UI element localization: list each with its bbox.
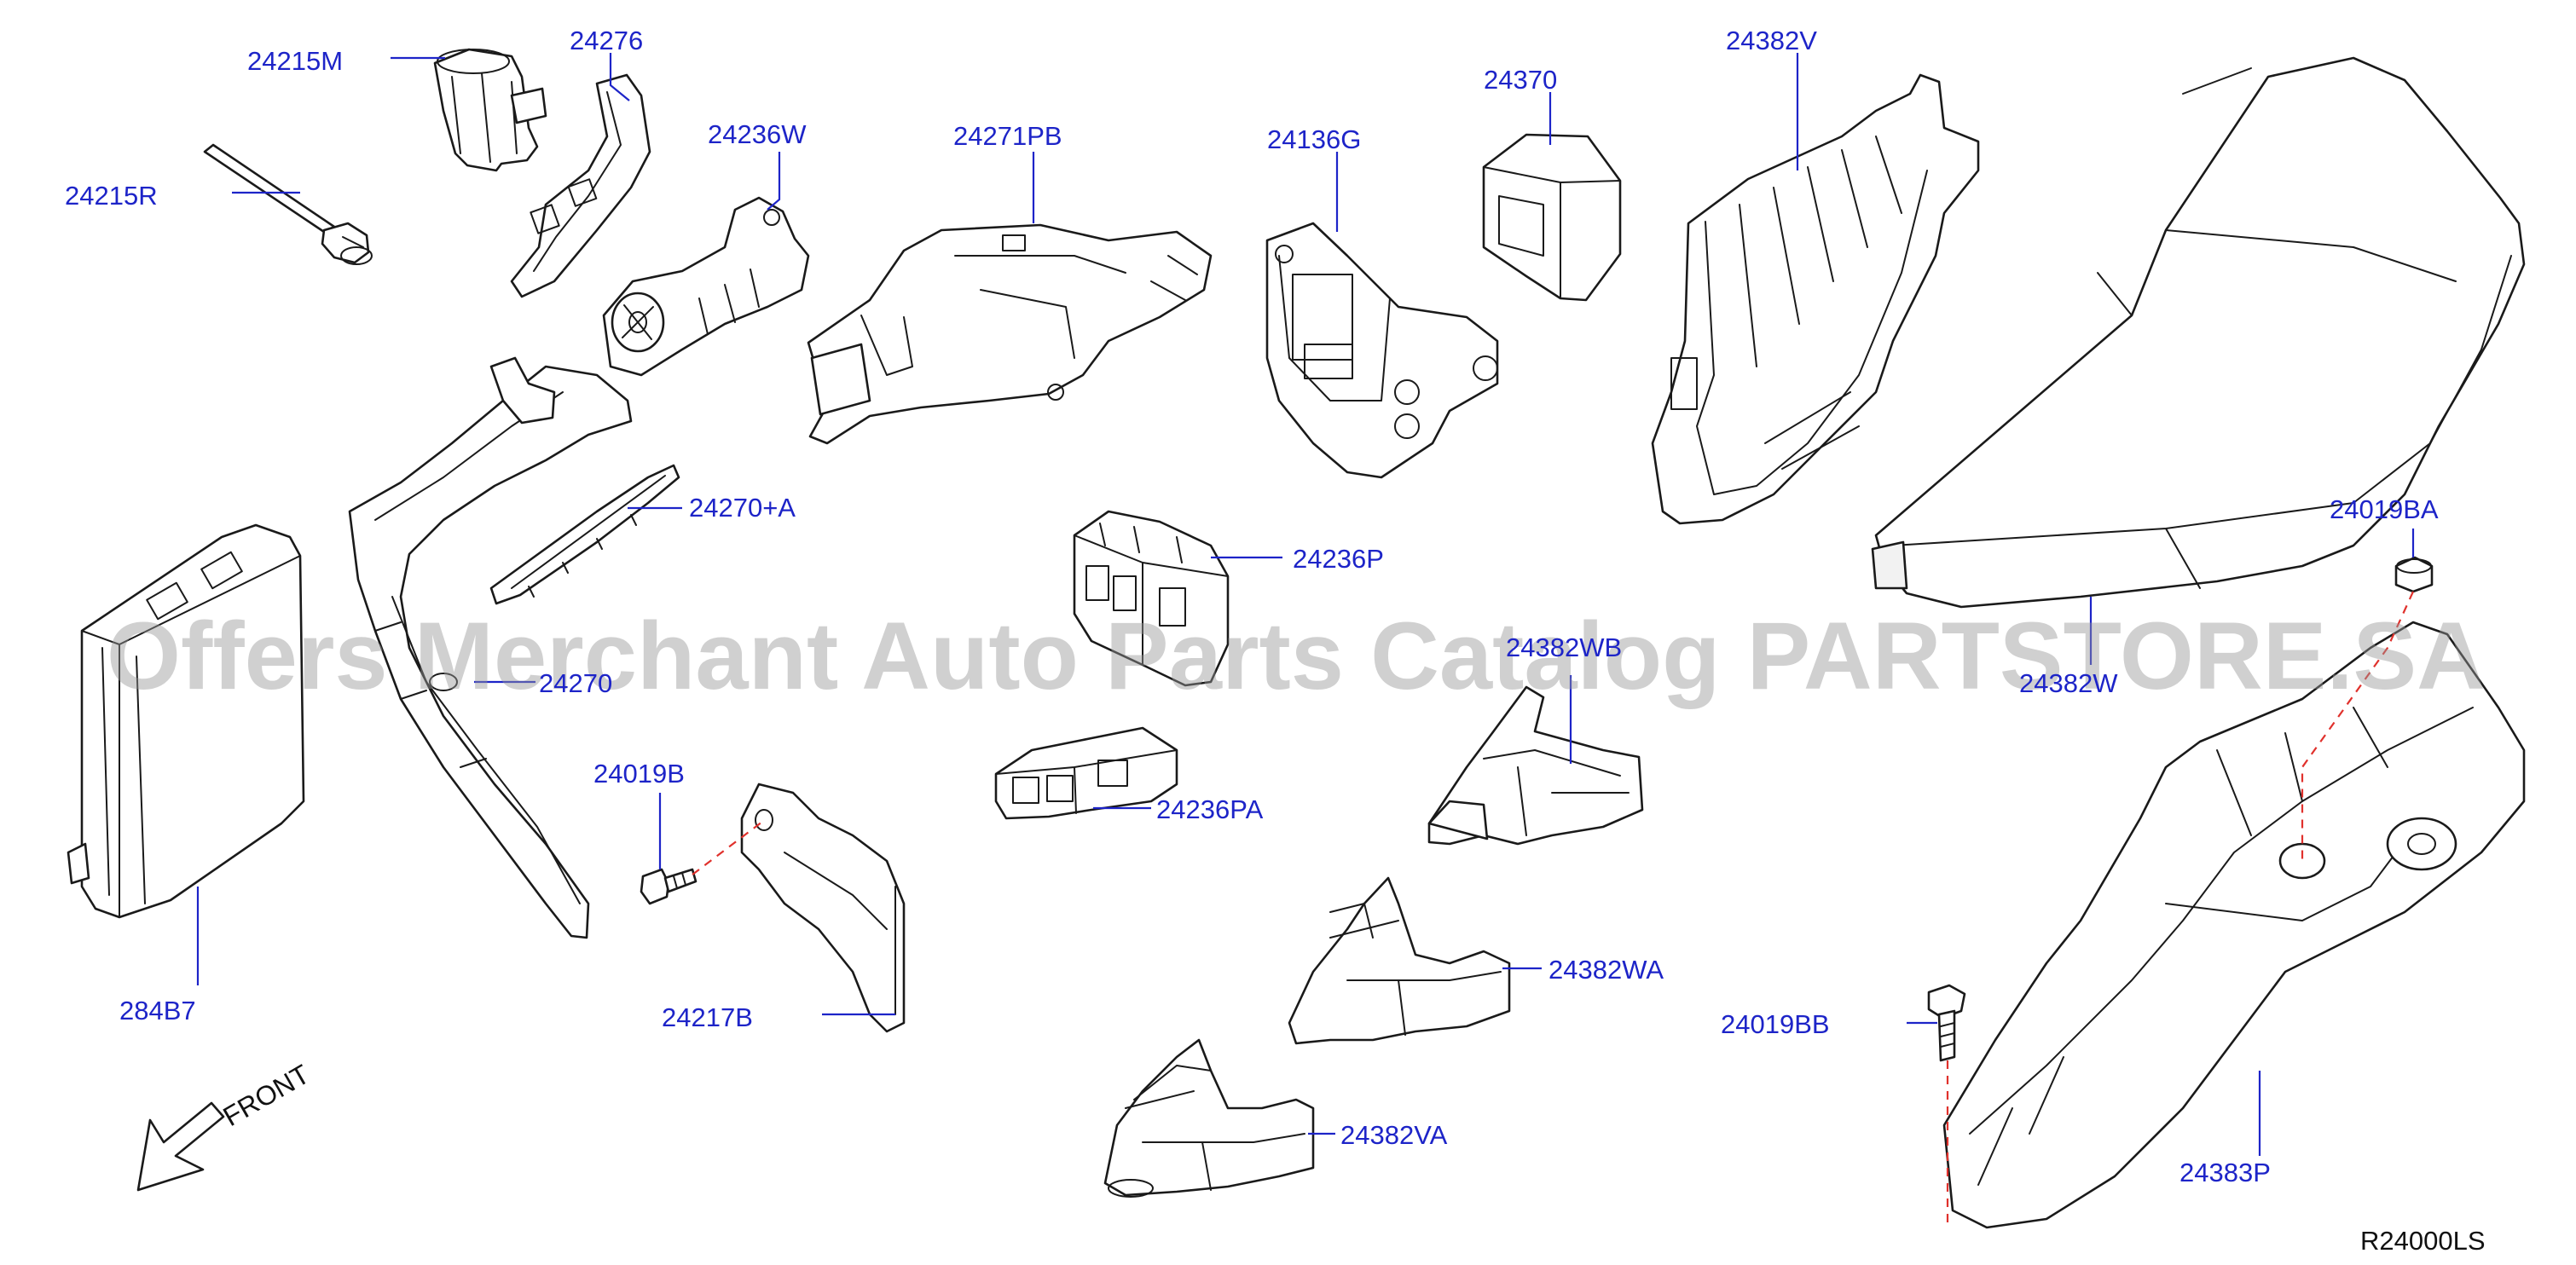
part-24019BA-drawing [2394,556,2434,593]
part-284B7-drawing [67,523,305,919]
part-label-24382WA[interactable]: 24382WA [1548,955,1664,985]
part-label-24382WB[interactable]: 24382WB [1506,632,1622,662]
part-24370-drawing [1482,133,1622,302]
part-label-24215M[interactable]: 24215M [247,46,343,76]
part-label-24136G[interactable]: 24136G [1267,124,1361,154]
part-label-24382V[interactable]: 24382V [1726,26,1817,55]
front-arrow-icon [136,1101,225,1192]
part-label-24382W[interactable]: 24382W [2019,668,2118,698]
part-label-24215R[interactable]: 24215R [65,181,158,211]
part-24270-drawing [348,356,633,939]
part-24236W-drawing [602,196,810,377]
assembly-guide-lines [692,591,2415,1227]
part-labels: 24215M 24276 24215R 24236W 24271PB 24136… [65,26,2439,1187]
watermark-text: Offers Merchant Auto Parts Catalog PARTS… [107,603,2486,709]
part-24383P-drawing [1942,621,2526,1229]
part-24217B-drawing [740,783,906,1033]
part-24382VA-drawing [1103,1038,1315,1198]
part-24019BB-drawing [1927,984,1966,1062]
part-label-24276[interactable]: 24276 [570,26,643,55]
drawing-code: R24000LS [2360,1226,2486,1256]
part-24382WB-drawing [1427,685,1644,846]
part-label-24370[interactable]: 24370 [1484,65,1557,95]
part-24215R-drawing [203,143,373,265]
part-24136G-drawing [1265,222,1499,479]
part-24382W-drawing [1871,56,2526,609]
part-24019B-drawing [640,868,698,905]
part-label-24236PA[interactable]: 24236PA [1156,794,1264,824]
part-label-24236W[interactable]: 24236W [708,119,807,149]
part-label-24019BB[interactable]: 24019BB [1721,1009,1830,1039]
part-24382V-drawing [1651,73,1980,525]
part-24276-drawing [510,73,651,298]
part-label-24270[interactable]: 24270 [539,668,612,698]
part-24382WA-drawing [1288,876,1511,1045]
part-label-284B7[interactable]: 284B7 [119,996,196,1025]
part-label-24236P[interactable]: 24236P [1293,544,1384,574]
part-24270A-drawing [489,464,680,605]
part-label-24271PB[interactable]: 24271PB [953,121,1062,151]
part-24215M-drawing [433,48,547,172]
part-24236P-drawing [1073,510,1230,687]
part-24236PA-drawing [994,726,1178,820]
part-label-24019B[interactable]: 24019B [593,759,685,788]
part-label-24382VA[interactable]: 24382VA [1340,1120,1448,1150]
part-24271PB-drawing [807,223,1213,445]
leader-lines [196,53,2415,1156]
part-label-24383P[interactable]: 24383P [2179,1158,2271,1187]
part-label-24217B[interactable]: 24217B [662,1002,753,1032]
part-label-24270A[interactable]: 24270+A [689,493,796,523]
front-label: FRONT [218,1059,315,1132]
part-label-24019BA[interactable]: 24019BA [2330,494,2439,524]
